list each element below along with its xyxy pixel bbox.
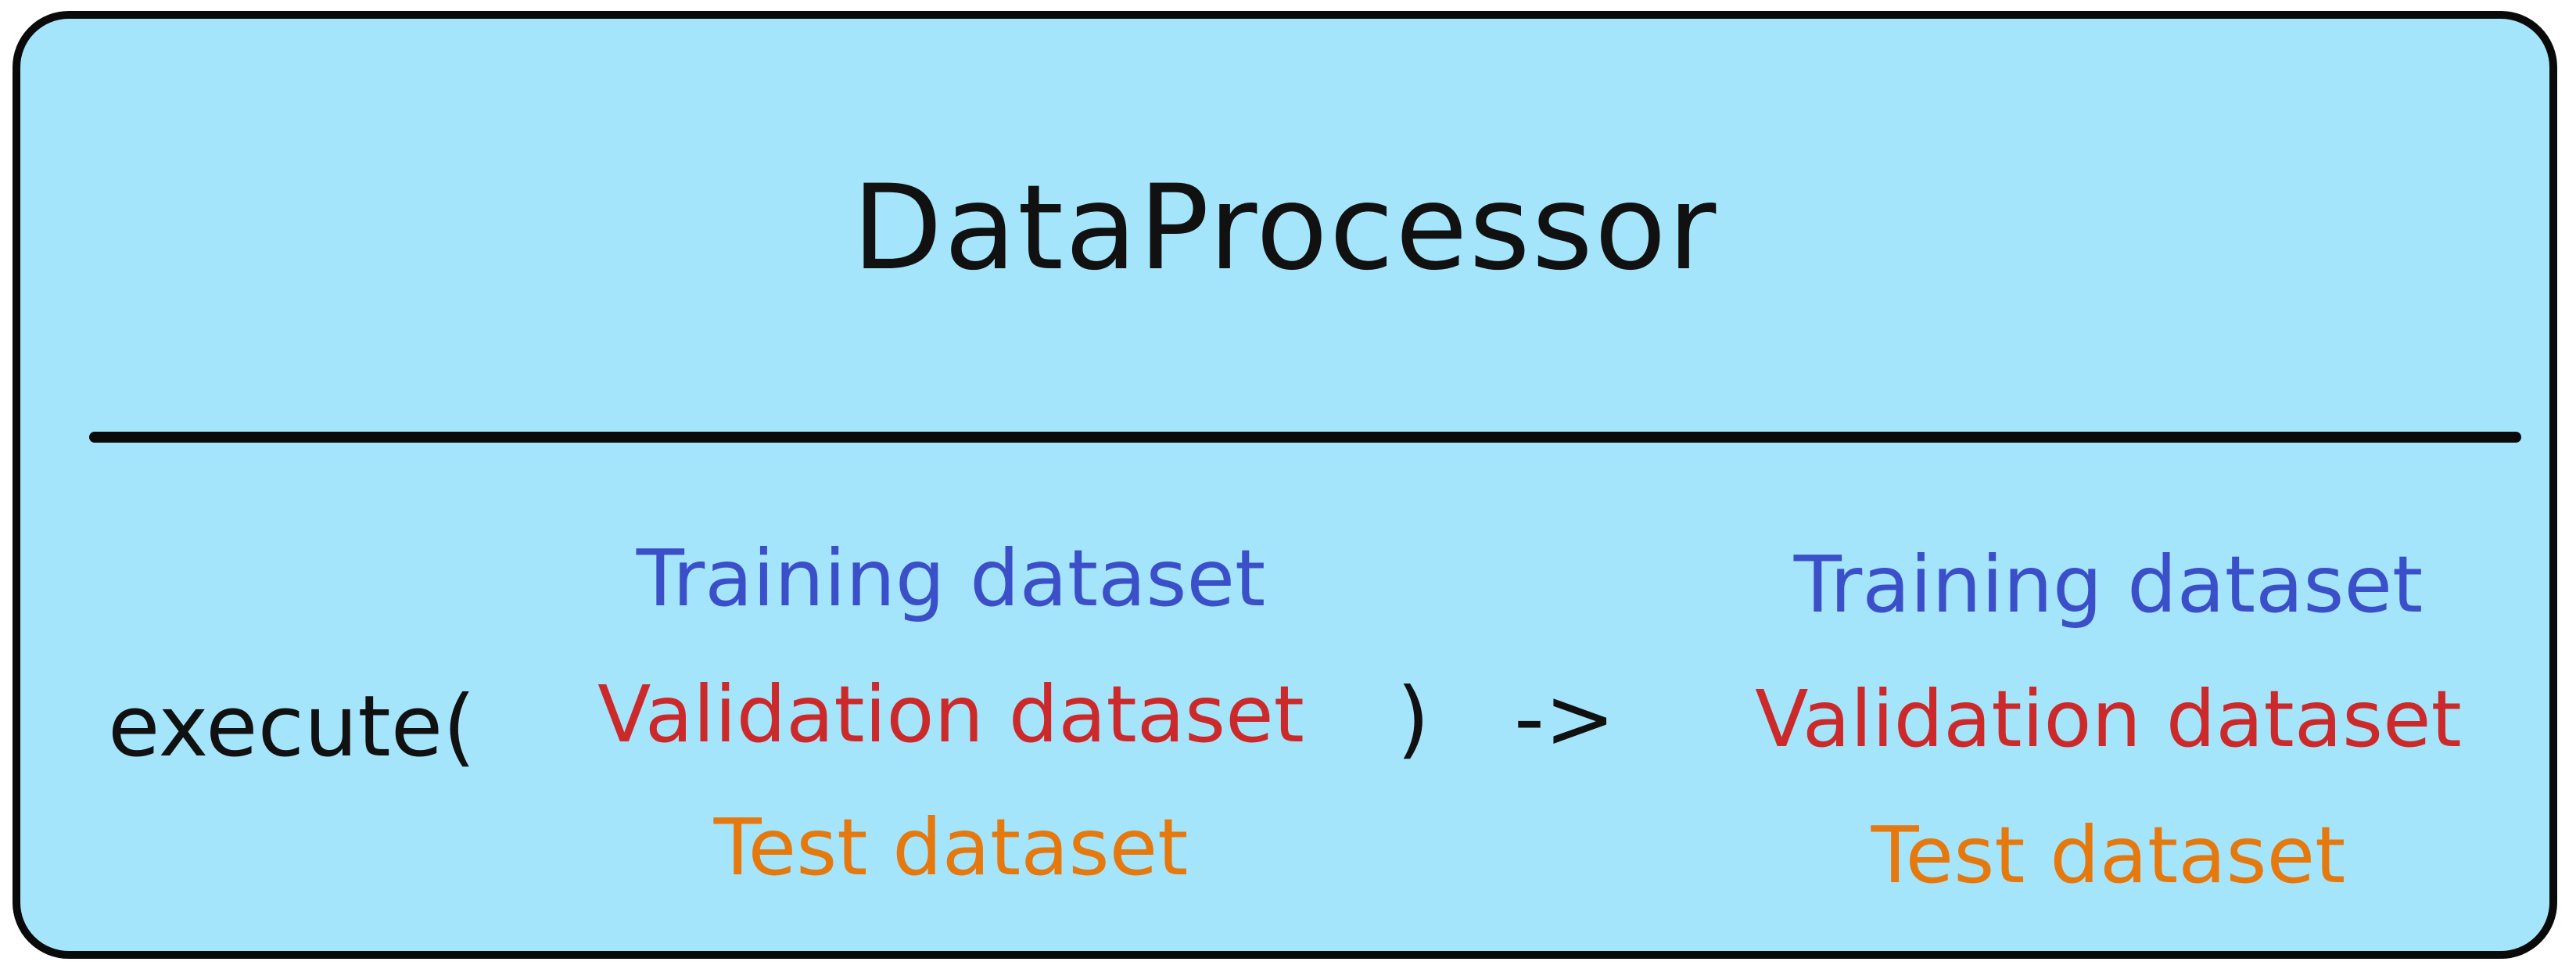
input-validation-dataset: Validation dataset [597, 669, 1304, 760]
return-arrow: -> [1514, 670, 1616, 768]
class-name: DataProcessor [852, 160, 1718, 296]
input-training-dataset: Training dataset [636, 533, 1266, 624]
output-validation-dataset: Validation dataset [1755, 673, 2462, 765]
class-box: DataProcessor execute( Training dataset … [13, 11, 2557, 959]
divider-line [89, 432, 2521, 443]
output-test-dataset: Test dataset [1871, 809, 2346, 901]
method-signature: execute( Training dataset Validation dat… [20, 19, 2549, 951]
method-call-label: execute( [108, 678, 476, 776]
output-training-dataset: Training dataset [1793, 539, 2424, 630]
close-paren: ) [1397, 670, 1430, 768]
input-test-dataset: Test dataset [713, 802, 1189, 893]
